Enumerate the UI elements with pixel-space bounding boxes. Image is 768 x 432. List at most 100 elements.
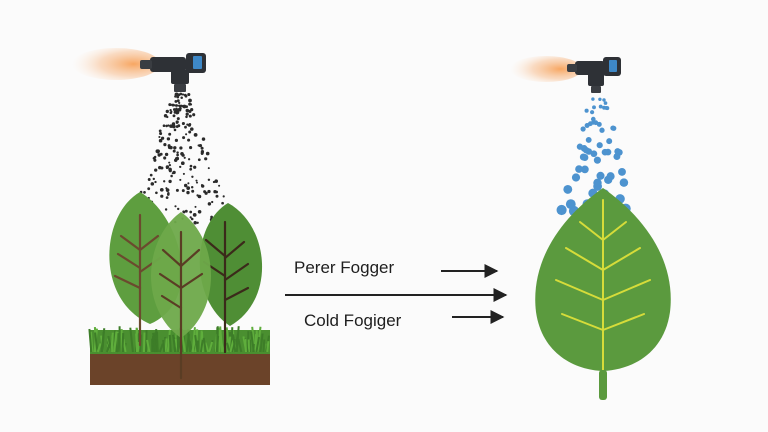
droplet: [183, 183, 188, 188]
droplet: [192, 213, 197, 217]
droplet: [184, 94, 188, 98]
droplet: [581, 165, 589, 174]
droplet: [163, 143, 167, 147]
droplet: [598, 97, 602, 102]
droplet: [563, 184, 573, 194]
grass-blade: [232, 334, 237, 353]
droplet: [169, 108, 172, 112]
right-mist-glow: [510, 56, 582, 82]
droplet: [153, 158, 157, 162]
droplet: [200, 146, 204, 150]
droplet: [593, 156, 601, 164]
grass-blade: [177, 341, 180, 353]
droplet: [193, 220, 197, 225]
droplet: [172, 104, 176, 107]
droplet: [176, 207, 180, 211]
droplet: [167, 144, 171, 148]
droplet: [158, 165, 162, 170]
droplet: [158, 135, 161, 139]
droplet: [200, 152, 204, 155]
droplet: [181, 121, 185, 126]
droplet: [150, 182, 155, 186]
grass-blade: [186, 329, 191, 353]
grass-blade: [204, 342, 210, 353]
grass-blade: [111, 332, 114, 353]
grass-blade: [173, 337, 176, 353]
droplet: [197, 158, 201, 162]
leaf-icon: [535, 188, 671, 400]
droplet: [154, 155, 157, 158]
droplet: [598, 104, 603, 109]
droplet: [174, 205, 177, 208]
droplet: [176, 151, 179, 154]
droplet: [155, 149, 160, 154]
droplet: [169, 111, 173, 114]
droplet: [178, 101, 181, 104]
droplet: [184, 209, 188, 213]
droplet: [603, 101, 608, 105]
droplet: [218, 184, 221, 187]
droplet: [190, 127, 194, 131]
droplet: [207, 202, 212, 206]
droplet: [154, 168, 158, 172]
grass-blade: [168, 334, 172, 353]
droplet: [163, 156, 167, 160]
droplet: [195, 181, 199, 184]
droplet: [167, 192, 170, 195]
grass-blade: [120, 329, 123, 353]
droplet: [149, 173, 153, 177]
grass-blade: [235, 326, 240, 353]
grass-blade: [252, 343, 255, 353]
droplet: [204, 157, 208, 161]
droplet: [184, 125, 187, 129]
droplet: [222, 195, 225, 198]
droplet: [185, 115, 188, 119]
droplet: [162, 124, 166, 128]
droplet: [183, 156, 186, 159]
droplet: [143, 191, 146, 194]
droplet: [593, 178, 602, 188]
grass-blade: [229, 340, 235, 353]
droplet: [179, 178, 182, 181]
droplet: [556, 204, 567, 216]
droplet: [582, 146, 590, 154]
arrows: [285, 264, 508, 324]
droplet: [165, 187, 168, 190]
droplet: [214, 179, 218, 183]
droplet: [169, 103, 173, 106]
droplet: [174, 108, 178, 111]
droplet: [167, 124, 170, 127]
droplet: [593, 120, 599, 126]
droplet: [585, 136, 592, 143]
droplet: [571, 173, 581, 182]
droplet: [207, 178, 211, 182]
droplet: [197, 210, 202, 214]
droplet: [188, 114, 192, 118]
droplet: [147, 187, 151, 191]
droplet: [606, 138, 613, 145]
grass-blade: [162, 339, 166, 353]
droplet: [601, 148, 609, 156]
droplet: [182, 104, 187, 109]
droplet: [188, 130, 192, 134]
droplet: [164, 152, 169, 157]
droplet: [188, 109, 192, 113]
droplet: [215, 194, 219, 198]
grass-blade: [237, 338, 243, 353]
droplet: [166, 137, 171, 141]
droplet: [185, 112, 189, 116]
tree-icon: [150, 212, 212, 380]
droplet: [171, 172, 174, 175]
grass-blade: [96, 343, 102, 353]
droplet: [174, 92, 179, 97]
spray-nozzle-icon: [140, 53, 206, 92]
grass-blade: [191, 337, 197, 353]
droplet: [147, 178, 151, 181]
droplet: [173, 146, 177, 150]
droplet: [193, 133, 198, 137]
droplet: [613, 153, 621, 161]
droplet: [212, 180, 216, 184]
grass-blade: [259, 333, 264, 353]
grass-blade: [219, 326, 224, 353]
droplet: [164, 208, 168, 211]
